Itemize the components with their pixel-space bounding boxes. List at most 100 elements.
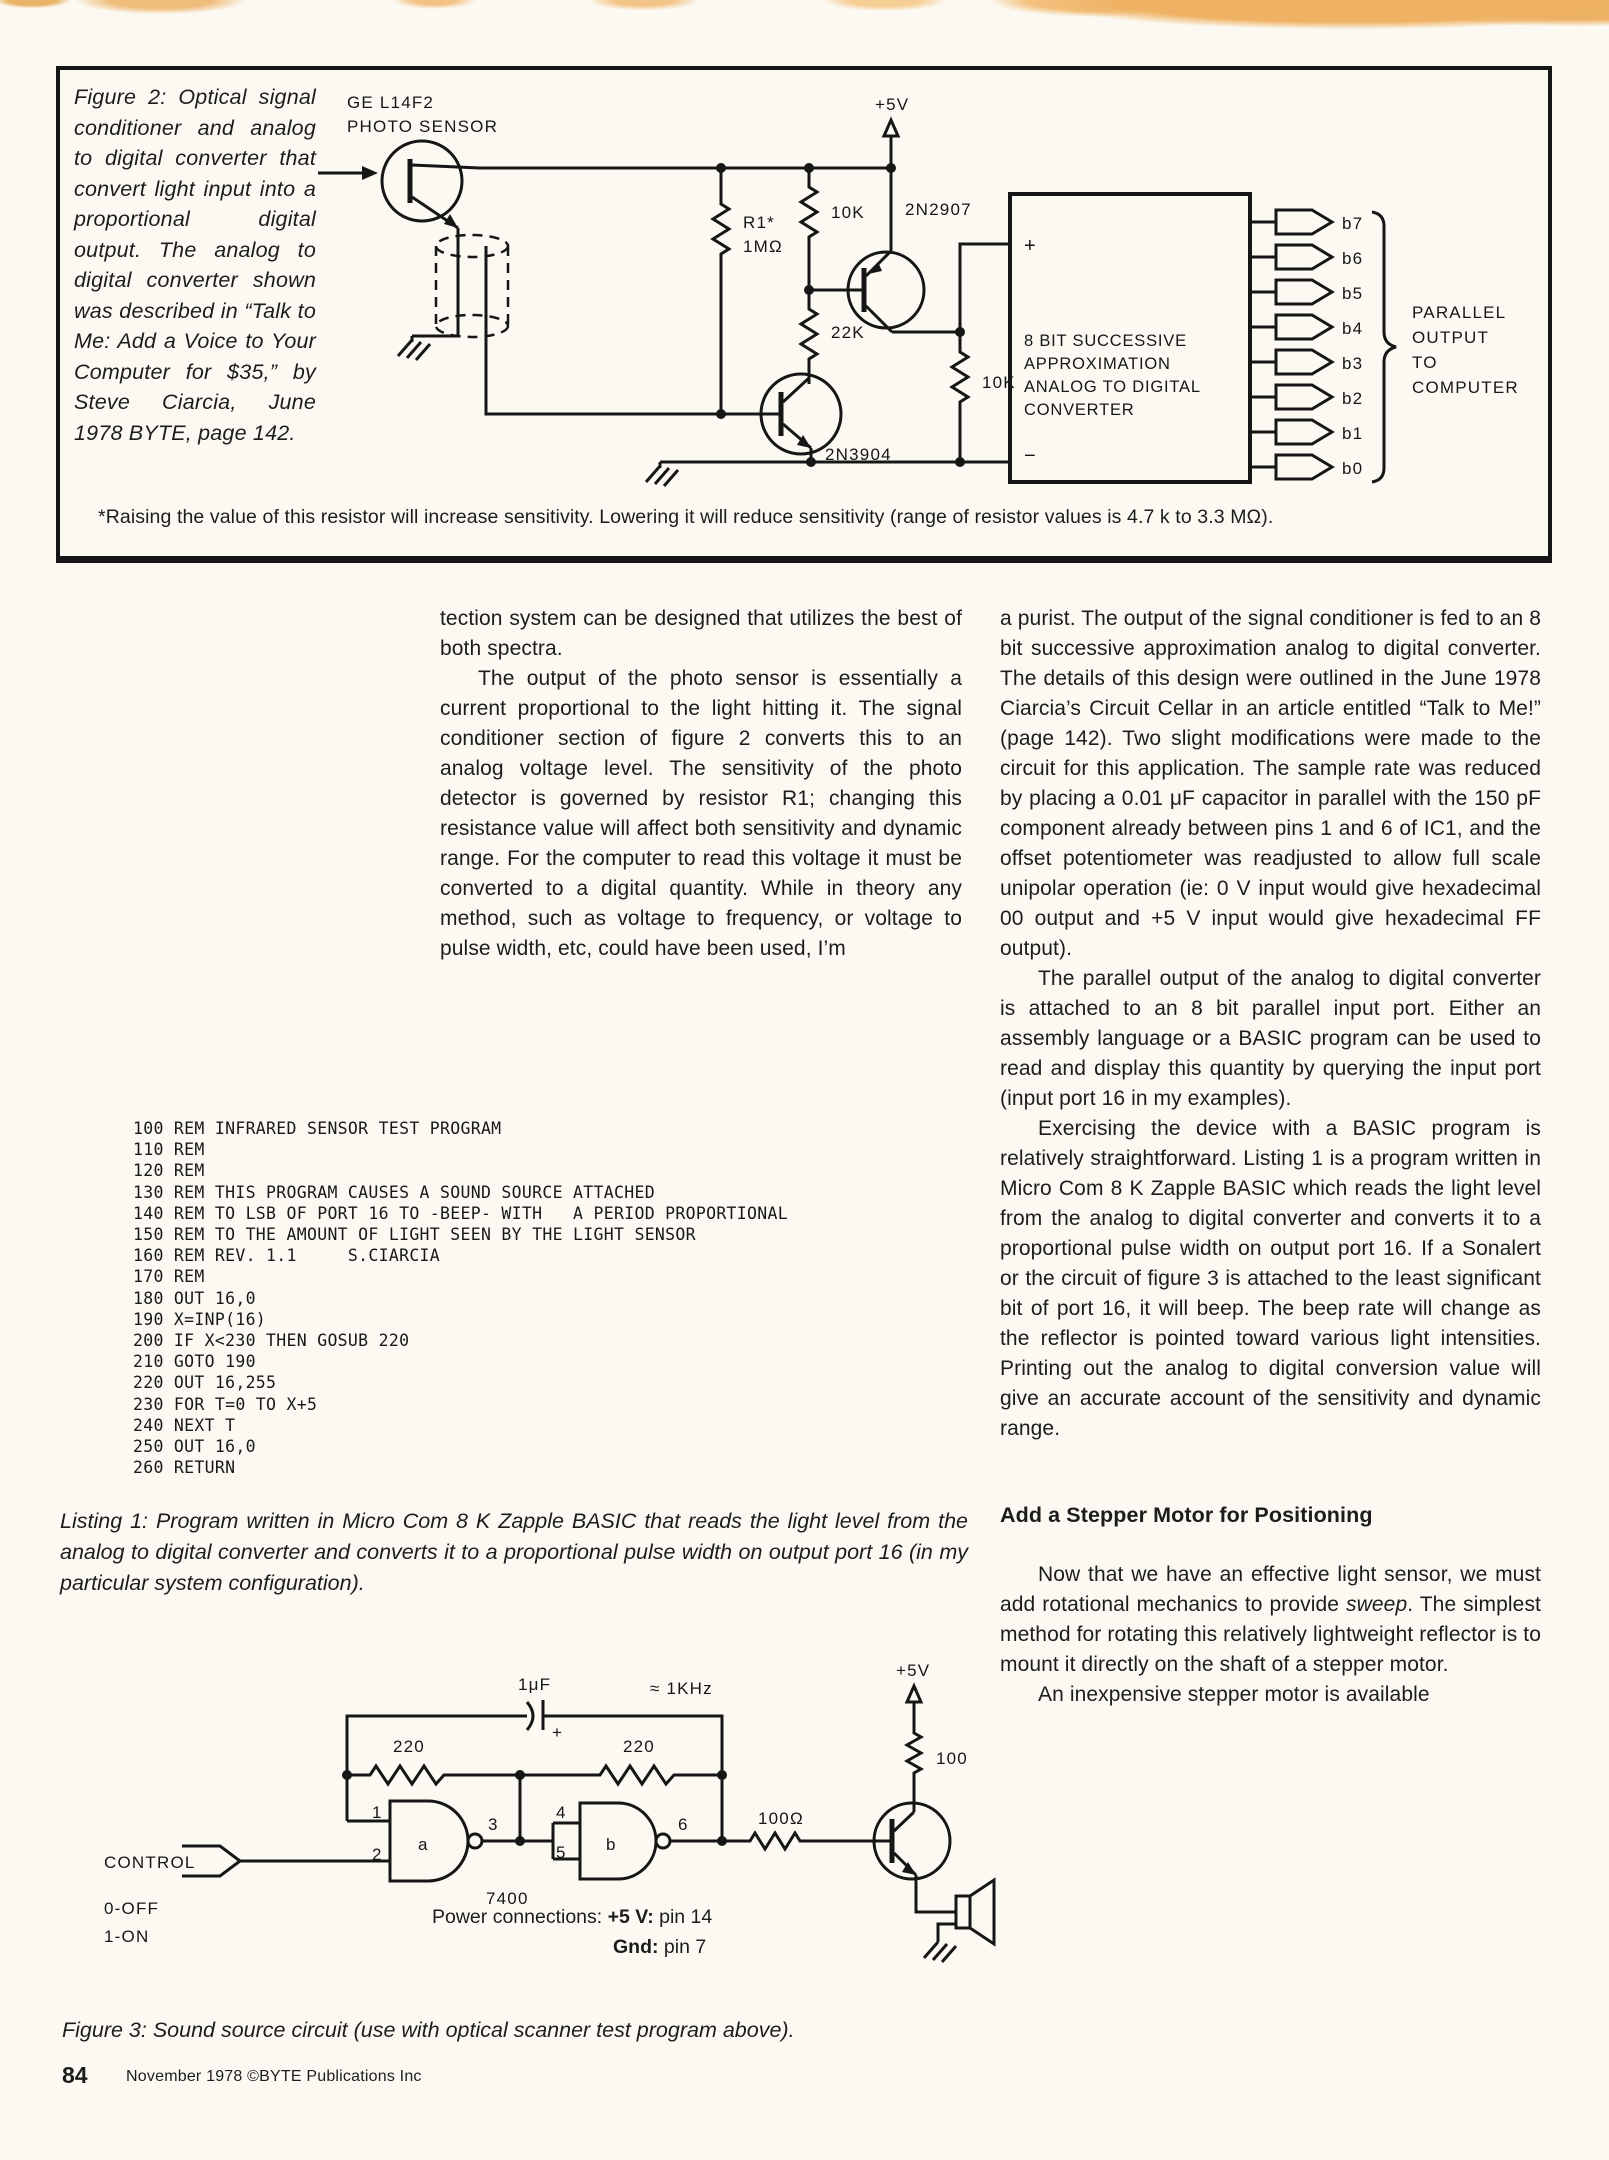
power-connections-note: Power connections: +5 V: pin 14 Gnd: pin…: [432, 1906, 852, 1959]
r-pullup-label: 100: [936, 1749, 968, 1768]
adc-label-2: APPROXIMATION: [1024, 355, 1171, 373]
figure2-caption: Figure 2: Optical signal conditioner and…: [74, 85, 316, 445]
vcc-label: +5V: [875, 95, 909, 114]
power-5v-key: +5 V:: [607, 1906, 654, 1928]
q2-label: 2N3904: [825, 445, 892, 464]
capacitor-label: 1μF: [518, 1675, 551, 1694]
feedback-capacitor-wiring: [345, 1700, 724, 1821]
output-brace: [1371, 210, 1397, 484]
listing1-caption: Listing 1: Program written in Micro Com …: [60, 1509, 968, 1595]
pin6-label: 6: [678, 1815, 689, 1834]
r1-name-label: R1*: [743, 213, 775, 232]
power-label: Power connections:: [432, 1906, 603, 1928]
vcc-pullup: [903, 1682, 925, 1812]
figure2-schematic: GE L14F2 PHOTO SENSOR: [318, 93, 1519, 487]
body-column-right: a purist. The output of the signal condi…: [1000, 604, 1541, 1710]
resistor-r1: [710, 163, 732, 419]
bit-label-b4: b4: [1342, 319, 1363, 338]
torn-paper-edge: [0, 0, 1609, 52]
r-base-label: 100Ω: [758, 1809, 804, 1828]
paragraph-text: . The simplest method for rotating this …: [1000, 1593, 1541, 1676]
frequency-label: ≈ 1KHz: [650, 1679, 713, 1698]
gate-a-label: a: [418, 1835, 429, 1854]
bit-label-b5: b5: [1342, 284, 1363, 303]
adc-input-wiring: [892, 242, 1010, 464]
bit-label-b0: b0: [1342, 459, 1363, 478]
control-label: CONTROL: [104, 1853, 196, 1872]
paragraph: The output of the photo sensor is essent…: [440, 667, 962, 960]
sensor-leads: [396, 228, 721, 416]
emphasized-word: sweep: [1346, 1593, 1408, 1616]
pin2-label: 2: [372, 1845, 383, 1864]
page-number: 84: [62, 2062, 88, 2088]
paragraph: Exercising the device with a BASIC progr…: [1000, 1117, 1541, 1440]
paragraph: Now that we have an effective light sens…: [1000, 1560, 1541, 1680]
control-input-connector: [182, 1844, 390, 1878]
figure3-schematic: 1μF + ≈ 1KHz 220 220 CONTROL 0-OFF 1-ON: [104, 1661, 996, 1963]
bit-label-b7: b7: [1342, 214, 1363, 233]
photo-sensor-label-1: GE L14F2: [347, 93, 434, 112]
transistor-2n3904: [721, 364, 843, 462]
r-left-label: 220: [393, 1737, 425, 1756]
section-heading: Add a Stepper Motor for Positioning: [1000, 1503, 1373, 1527]
bit-label-b6: b6: [1342, 249, 1363, 268]
pin3-label: 3: [488, 1815, 499, 1834]
power-5v-value: pin 14: [653, 1906, 713, 1928]
figure2-frame: Figure 2: Optical signal conditioner and…: [56, 66, 1552, 563]
parallel-output-arrows: [1250, 208, 1335, 481]
ic-7400-label: 7400: [486, 1889, 529, 1908]
adc-label-3: ANALOG TO DIGITAL: [1024, 378, 1201, 396]
adc-label-1: 8 BIT SUCCESSIVE: [1024, 332, 1187, 350]
parallel-label-2: OUTPUT: [1412, 328, 1489, 347]
output-transistor: [872, 1801, 952, 1881]
resistor-100ohm: [722, 1830, 892, 1852]
bottom-rail: [644, 457, 1010, 487]
r-top-label: 10K: [831, 203, 865, 222]
page-footer: 84 November 1978 ©BYTE Publications Inc: [62, 2062, 422, 2089]
bit-label-b2: b2: [1342, 389, 1363, 408]
fig3-vcc-label: +5V: [896, 1661, 930, 1680]
bit-label-b1: b1: [1342, 424, 1363, 443]
paragraph: An inexpensive stepper motor is availabl…: [1038, 1683, 1430, 1706]
body-column-left: tection system can be designed that util…: [440, 604, 962, 964]
plus5v-rail: [480, 116, 901, 170]
figure2-footnote: *Raising the value of this resistor will…: [98, 506, 1274, 528]
adc-label-4: CONVERTER: [1024, 401, 1135, 419]
control-on-label: 1-ON: [104, 1927, 149, 1946]
nand-gate-b: [520, 1775, 727, 1881]
speaker-icon: [914, 1875, 996, 1963]
paragraph-text: Now that we have an effective light sens…: [1000, 1563, 1541, 1616]
adc-minus: −: [1024, 445, 1036, 467]
publication-credit: November 1978 ©BYTE Publications Inc: [126, 2068, 422, 2085]
r-22k-label: 22K: [831, 323, 865, 342]
light-input-arrow-icon: [318, 166, 378, 180]
pin1-label: 1: [372, 1803, 383, 1822]
paragraph: a purist. The output of the signal condi…: [1000, 607, 1541, 960]
figure3-caption: Figure 3: Sound source circuit (use with…: [62, 2018, 795, 2042]
gate-b-label: b: [606, 1835, 617, 1854]
paragraph: tection system can be designed that util…: [440, 607, 962, 660]
r1-value-label: 1MΩ: [743, 237, 783, 256]
capacitor-plus: +: [552, 1723, 563, 1742]
paragraph: The parallel output of the analog to dig…: [1000, 967, 1541, 1110]
photo-sensor-label-2: PHOTO SENSOR: [347, 117, 498, 136]
pin4-label: 4: [556, 1803, 567, 1822]
resistor-row: [342, 1763, 727, 1787]
q1-label: 2N2907: [905, 200, 972, 219]
adc-plus: +: [1024, 235, 1036, 257]
basic-code-listing: 100 REM INFRARED SENSOR TEST PROGRAM 110…: [133, 1119, 788, 1478]
optical-shield-tube: [434, 233, 510, 339]
parallel-label-1: PARALLEL: [1412, 303, 1506, 322]
resistor-22k: [798, 290, 820, 384]
parallel-label-3: TO: [1412, 353, 1438, 372]
transistor-2n2907: [809, 163, 926, 334]
phototransistor-symbol: [380, 139, 481, 230]
adc-box: [1008, 192, 1252, 484]
control-off-label: 0-OFF: [104, 1899, 159, 1918]
pin5-label: 5: [556, 1843, 567, 1862]
r-mid-label: 220: [623, 1737, 655, 1756]
parallel-label-4: COMPUTER: [1412, 378, 1519, 397]
power-gnd-value: pin 7: [658, 1936, 707, 1958]
bit-label-b3: b3: [1342, 354, 1363, 373]
